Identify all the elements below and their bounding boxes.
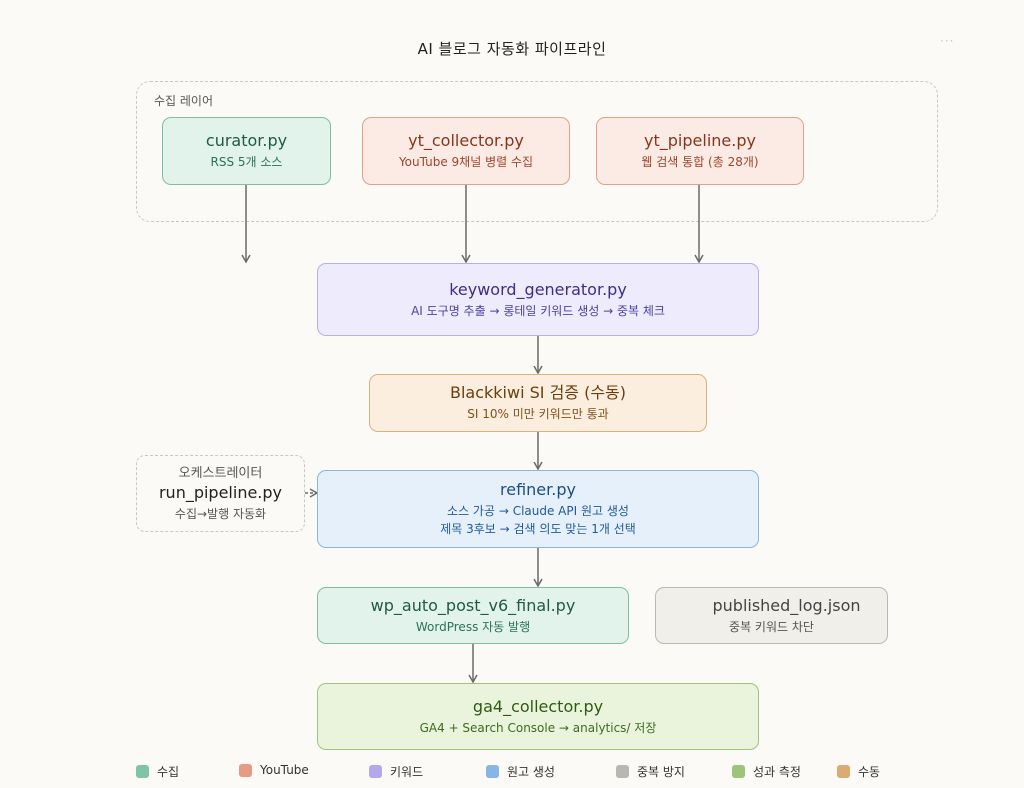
node-published-log-title: published_log.json: [712, 595, 861, 615]
legend-item-manual: 수동: [837, 763, 880, 780]
node-yt-collector: yt_collector.py YouTube 9채널 병렬 수집: [362, 117, 570, 185]
node-curator: curator.py RSS 5개 소스: [162, 117, 331, 185]
legend-label: 수집: [157, 765, 180, 779]
node-orchestrator: 오케스트레이터 run_pipeline.py 수집→발행 자동화: [136, 455, 305, 532]
collect-layer-label: 수집 레이어: [154, 94, 214, 108]
legend-item-collect: 수집: [136, 763, 179, 780]
collect-layer-group: [136, 81, 938, 222]
legend-label: YouTube: [260, 763, 309, 777]
node-refiner-title: refiner.py: [500, 480, 576, 499]
legend-item-draft: 원고 생성: [486, 763, 555, 780]
node-curator-sub: RSS 5개 소스: [210, 155, 283, 169]
legend-label: 중복 방지: [637, 765, 685, 779]
node-refiner: refiner.py 소스 가공 → Claude API 원고 생성 제목 3…: [317, 470, 759, 548]
node-ga4-collector: ga4_collector.py GA4 + Search Console → …: [317, 683, 759, 750]
legend-swatch: [486, 765, 499, 778]
node-yt-pipeline-title: yt_pipeline.py: [644, 131, 756, 150]
legend-label: 키워드: [390, 765, 424, 779]
node-yt-pipeline: yt_pipeline.py 웹 검색 통합 (총 28개): [596, 117, 804, 185]
node-ga4-collector-title: ga4_collector.py: [472, 696, 604, 716]
more-menu-icon[interactable]: ···: [940, 34, 955, 48]
node-orchestrator-sub: 수집→발행 자동화: [174, 506, 267, 521]
page-title: AI 블로그 자동화 파이프라인: [417, 40, 607, 58]
legend-swatch: [369, 765, 382, 778]
legend-swatch: [616, 765, 629, 778]
legend-item-analytics: 성과 측정: [732, 763, 801, 780]
node-keyword-generator: keyword_generator.py AI 도구명 추출 → 롱테일 키워드…: [317, 263, 759, 336]
node-wp-auto-post-title: wp_auto_post_v6_final.py: [370, 595, 576, 615]
node-published-log: published_log.json 중복 키워드 차단: [655, 587, 888, 644]
node-published-log-sub: 중복 키워드 차단: [729, 619, 814, 634]
node-wp-auto-post-sub: WordPress 자동 발행: [415, 619, 531, 634]
legend-item-keyword: 키워드: [369, 763, 423, 780]
node-refiner-sub1: 소스 가공 → Claude API 원고 생성: [447, 504, 629, 518]
node-wp-auto-post: wp_auto_post_v6_final.py WordPress 자동 발행: [317, 587, 629, 644]
node-keyword-generator-title: keyword_generator.py: [449, 279, 627, 299]
node-orchestrator-label: 오케스트레이터: [178, 465, 263, 481]
node-yt-collector-sub: YouTube 9채널 병렬 수집: [398, 155, 534, 169]
legend-label: 원고 생성: [507, 765, 555, 779]
legend-swatch: [239, 763, 252, 777]
legend-label: 성과 측정: [753, 765, 801, 779]
node-refiner-sub2: 제목 3후보 → 검색 의도 맞는 1개 선택: [440, 522, 636, 536]
node-keyword-generator-sub: AI 도구명 추출 → 롱테일 키워드 생성 → 중복 체크: [411, 303, 665, 318]
legend: 수집 YouTube 키워드 원고 생성 중복 방지 성과 측정 수동: [136, 763, 916, 783]
node-curator-title: curator.py: [205, 131, 288, 150]
legend-swatch: [136, 765, 149, 778]
legend-item-dedupe: 중복 방지: [616, 763, 685, 780]
legend-item-youtube: YouTube: [239, 763, 309, 777]
node-blackkiwi: Blackkiwi SI 검증 (수동) SI 10% 미만 키워드만 통과: [369, 374, 707, 432]
legend-swatch: [732, 765, 745, 778]
node-ga4-collector-sub: GA4 + Search Console → analytics/ 저장: [419, 720, 657, 735]
node-blackkiwi-sub: SI 10% 미만 키워드만 통과: [467, 407, 609, 421]
node-yt-pipeline-sub: 웹 검색 통합 (총 28개): [641, 155, 759, 169]
legend-swatch: [837, 765, 850, 778]
node-orchestrator-title: run_pipeline.py: [158, 482, 283, 502]
node-blackkiwi-title: Blackkiwi SI 검증 (수동): [449, 383, 627, 402]
legend-label: 수동: [858, 765, 881, 779]
node-yt-collector-title: yt_collector.py: [408, 131, 524, 150]
